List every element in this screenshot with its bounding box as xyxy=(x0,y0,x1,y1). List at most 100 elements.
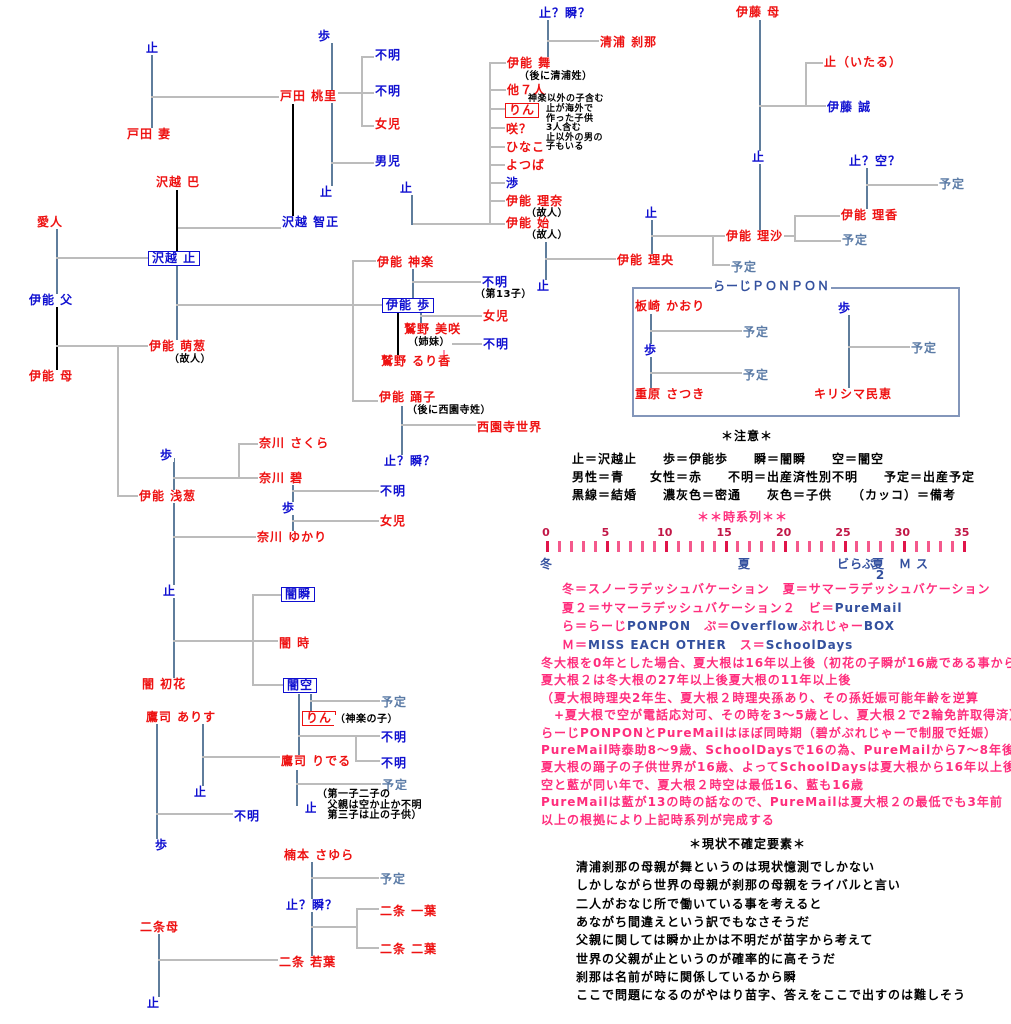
person-label: 伊藤 誠 xyxy=(826,100,873,114)
timeline-tick xyxy=(843,541,847,552)
person-label: 伊能 理央 xyxy=(616,253,676,267)
uncertain-notes-heading: ＊現状不確定要素＊ xyxy=(688,837,808,851)
timeline-tick xyxy=(772,541,776,552)
child-line xyxy=(238,443,240,479)
person-label: 歩 xyxy=(154,838,170,852)
uncertain-notes-line: 二人がおなじ所で働いている事を考えると xyxy=(575,896,824,911)
timeline-analysis-line: 夏大根の踊子の子供世界が16歳、よってSchoolDaysは夏大根から16年以上… xyxy=(540,761,1011,775)
child-line xyxy=(794,240,842,242)
child-line xyxy=(712,264,732,266)
timeline-event-marker: ら xyxy=(849,557,863,571)
timeline-analysis-line: 冬大根を0年とした場合、夏大根は16年以上後（初花の子瞬が16歳である事から） xyxy=(540,657,1011,670)
child-line xyxy=(292,490,380,492)
timeline-tick xyxy=(855,541,859,552)
timeline-tick xyxy=(748,541,752,552)
child-line xyxy=(420,315,483,317)
timeline-axis-number: 20 xyxy=(775,526,792,539)
child-line xyxy=(117,345,119,497)
annotation: （後に西園寺姓） xyxy=(406,405,492,417)
timeline-legend-run: ぷれじゃー xyxy=(798,619,864,633)
timeline-analysis-line: 以上の根拠により上記時系列が完成する xyxy=(540,812,776,827)
child-line xyxy=(805,62,807,107)
timeline-tick xyxy=(700,541,704,552)
affair-line xyxy=(651,218,653,260)
affair-line xyxy=(151,55,153,133)
affair-line xyxy=(759,20,761,237)
timeline-event-marker: ぷ xyxy=(861,557,875,571)
person-label: 歩 xyxy=(159,448,175,462)
child-line xyxy=(331,162,376,164)
person-label: 伊能 神楽 xyxy=(376,255,436,269)
timeline-tick xyxy=(688,541,692,552)
timeline-analysis-line: PureMail時泰助8～9歳、SchoolDaysで16の為、PureMail… xyxy=(540,744,1011,757)
child-line xyxy=(331,92,376,94)
person-label: 不明 xyxy=(374,48,403,62)
person-label: 男児 xyxy=(374,154,403,168)
person-label: 止 xyxy=(751,150,767,164)
timeline-tick xyxy=(546,541,549,552)
timeline-analysis-line: （夏大根時理央2年生、夏大根２時理央孫あり、その孫妊娠可能年齢を逆算 xyxy=(540,690,980,705)
person-label: 女児 xyxy=(379,514,408,528)
child-line xyxy=(310,700,381,702)
person-label: 止 xyxy=(145,41,161,55)
timeline-tick xyxy=(879,541,883,552)
annotation: （故人） xyxy=(168,354,212,366)
child-line xyxy=(489,127,507,129)
child-line xyxy=(794,215,796,242)
person-label: 歩 xyxy=(281,501,297,515)
person-label: 伊能 理香 xyxy=(840,208,900,222)
annotation: （姉妹） xyxy=(407,337,451,349)
timeline-legend-run: Ｍ＝ xyxy=(562,637,589,652)
person-label: 止（いたる） xyxy=(823,55,904,69)
person-label: 渉 xyxy=(505,176,521,190)
person-label: 止 xyxy=(319,185,335,199)
child-line xyxy=(352,400,381,402)
child-line xyxy=(411,223,491,225)
person-label: 不明 xyxy=(379,484,408,498)
timeline-tick xyxy=(665,541,668,552)
timeline-tick xyxy=(903,541,906,552)
child-line xyxy=(489,108,507,110)
timeline-legend-run: ぷ＝ xyxy=(691,619,731,633)
uncertain-notes-line: 父親に関しては瞬か止かは不明だが苗字から考えて xyxy=(575,933,875,948)
annotation: （後に清浦姓） xyxy=(518,71,594,83)
notice-line: 男性＝青 女性＝赤 不明＝出産済性別不明 予定＝出産予定 xyxy=(571,470,977,484)
child-line xyxy=(158,959,280,961)
child-line xyxy=(651,235,796,237)
person-label: 伊能 始 xyxy=(505,216,552,230)
child-line xyxy=(412,281,482,283)
child-line xyxy=(650,330,743,332)
timeline-tick xyxy=(795,541,799,552)
person-label: 止？瞬？ xyxy=(383,454,438,468)
child-line xyxy=(356,908,358,949)
timeline-legend-run: MISS EACH OTHER xyxy=(588,637,727,652)
person-label: 不明 xyxy=(233,809,262,823)
uncertain-notes-line: ここで問題になるのがやはり苗字、答えをここで出すのは難しそう xyxy=(575,988,968,1003)
person-label: 二条母 xyxy=(139,920,181,934)
person-label: 予定 xyxy=(910,341,939,355)
timeline-tick xyxy=(867,541,871,552)
affair-line xyxy=(412,267,414,301)
timeline-legend-line: ら＝らーじPONPON ぷ＝OverflowぷれじゃーBOX xyxy=(561,619,897,633)
timeline-legend-run: ス＝ xyxy=(726,637,766,652)
person-label: ひなこ xyxy=(505,140,547,154)
child-line xyxy=(401,424,478,426)
timeline-axis-number: 35 xyxy=(954,526,970,539)
timeline-tick xyxy=(676,541,680,552)
person-label: 鷹司 ありす xyxy=(145,710,218,724)
child-line xyxy=(361,56,363,127)
child-line xyxy=(56,345,150,347)
affair-line xyxy=(310,694,312,714)
child-line xyxy=(352,260,354,402)
annotation: （故人） xyxy=(525,208,569,220)
person-label: 止 xyxy=(162,584,178,598)
timeline-legend-run: PureMail xyxy=(834,600,903,615)
person-label: 不明 xyxy=(380,730,409,744)
affair-line xyxy=(411,192,413,225)
timeline-analysis-line: 空と藍が同い年で、夏大根２時空は最低16、藍も16歳 xyxy=(540,777,865,792)
child-line xyxy=(545,258,618,260)
uncertain-notes-line: 清浦刹那の母親が舞というのは現状憶測でしかない xyxy=(575,860,877,874)
person-label: 伊能 母 xyxy=(28,369,75,383)
timeline-analysis-line: 夏大根２は冬大根の27年以上後夏大根の11年以上後 xyxy=(540,673,853,688)
